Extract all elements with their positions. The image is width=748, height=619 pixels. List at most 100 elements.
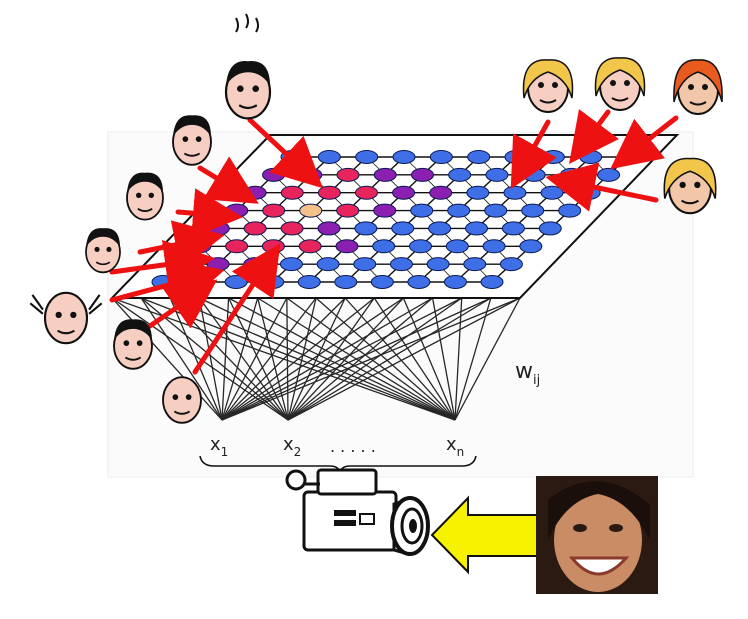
weight-connection bbox=[257, 297, 289, 421]
neuron bbox=[336, 167, 360, 182]
neuron bbox=[521, 203, 545, 218]
neuron bbox=[316, 257, 340, 272]
weight-connection bbox=[111, 297, 289, 421]
video-camera-icon bbox=[285, 468, 430, 557]
neuron bbox=[224, 275, 248, 289]
neuron bbox=[392, 185, 416, 200]
weight-connection bbox=[344, 297, 456, 421]
weight-connection bbox=[402, 297, 456, 421]
neuron bbox=[410, 203, 434, 218]
weight-connection bbox=[286, 297, 456, 421]
cartoon-woman-face bbox=[594, 57, 646, 111]
neuron bbox=[206, 221, 230, 236]
neuron bbox=[280, 221, 304, 236]
weight-connection bbox=[287, 297, 463, 421]
neuron bbox=[540, 185, 564, 200]
weight-connection bbox=[257, 297, 456, 421]
neuron bbox=[447, 203, 471, 218]
input-label-xn: xn bbox=[446, 434, 464, 459]
arrow bbox=[610, 115, 679, 170]
input-connections bbox=[111, 297, 521, 421]
weight-connection bbox=[373, 297, 456, 421]
input-ellipsis: . . . . . bbox=[330, 437, 376, 456]
winner-neuron bbox=[299, 203, 323, 218]
neuron bbox=[335, 239, 359, 254]
neuron bbox=[355, 150, 379, 164]
neuron bbox=[392, 150, 416, 164]
cartoon-man-face bbox=[172, 115, 212, 166]
weight-connection bbox=[286, 297, 289, 421]
cartoon-man-face bbox=[85, 228, 121, 274]
weight-connection bbox=[287, 297, 375, 421]
neuron bbox=[465, 221, 489, 236]
neuron bbox=[225, 239, 249, 254]
neuron bbox=[372, 239, 396, 254]
cartoon-man-face bbox=[126, 172, 164, 221]
neuron bbox=[262, 167, 286, 182]
woman-photo-face bbox=[663, 157, 717, 215]
weight-connection bbox=[287, 297, 317, 421]
neuron bbox=[353, 257, 377, 272]
neuron bbox=[482, 239, 506, 254]
neuron bbox=[480, 275, 504, 289]
neuron bbox=[519, 239, 543, 254]
arrow bbox=[247, 117, 323, 189]
neuron bbox=[410, 167, 434, 182]
neuron bbox=[391, 221, 415, 236]
woman-photo-face bbox=[673, 59, 723, 115]
neuron bbox=[463, 257, 487, 272]
face-icons bbox=[29, 13, 723, 424]
arrow bbox=[192, 243, 281, 375]
weight-connection bbox=[140, 297, 223, 421]
neuron bbox=[354, 221, 378, 236]
input-label-x1: x1 bbox=[210, 434, 228, 459]
neuron bbox=[541, 150, 565, 164]
weight-connection bbox=[287, 297, 521, 421]
weight-connection bbox=[454, 297, 521, 421]
neuron bbox=[501, 221, 525, 236]
mapping-arrows bbox=[109, 109, 679, 375]
neuron bbox=[261, 275, 285, 289]
neuron bbox=[389, 257, 413, 272]
arrow bbox=[545, 162, 659, 212]
weight-connection bbox=[199, 297, 456, 421]
weight-connection bbox=[221, 297, 288, 421]
weight-connection bbox=[170, 297, 456, 421]
neuron bbox=[262, 203, 286, 218]
neuron bbox=[280, 185, 304, 200]
weight-connection bbox=[431, 297, 456, 421]
neuron bbox=[317, 185, 341, 200]
weight-connection bbox=[287, 297, 346, 421]
neuron bbox=[279, 257, 303, 272]
neuron bbox=[448, 167, 472, 182]
neuron bbox=[407, 275, 431, 289]
neuron bbox=[467, 150, 491, 164]
cartoon-man-face bbox=[162, 376, 202, 424]
weight-connection bbox=[454, 297, 492, 421]
neuron bbox=[445, 239, 469, 254]
neuron bbox=[409, 239, 433, 254]
weight-connection bbox=[221, 297, 259, 421]
weight-connection bbox=[315, 297, 456, 421]
neuron bbox=[373, 167, 397, 182]
neuron bbox=[466, 185, 490, 200]
weight-connection bbox=[287, 297, 492, 421]
weight-connection bbox=[221, 297, 317, 421]
neuron bbox=[373, 203, 397, 218]
neuron bbox=[503, 185, 527, 200]
neuron bbox=[261, 239, 285, 254]
neuron bbox=[538, 221, 562, 236]
neuron bbox=[522, 167, 546, 182]
arrow bbox=[175, 188, 243, 239]
neuron bbox=[485, 167, 509, 182]
neuron bbox=[443, 275, 467, 289]
smiling-woman-photo bbox=[536, 476, 658, 594]
cartoon-angry-man-face bbox=[224, 61, 272, 120]
camera-input-arrow bbox=[430, 495, 541, 575]
steam-icon bbox=[235, 13, 259, 33]
neuron bbox=[597, 167, 621, 182]
neuron bbox=[370, 275, 394, 289]
neuron bbox=[499, 257, 523, 272]
neuron bbox=[484, 203, 508, 218]
